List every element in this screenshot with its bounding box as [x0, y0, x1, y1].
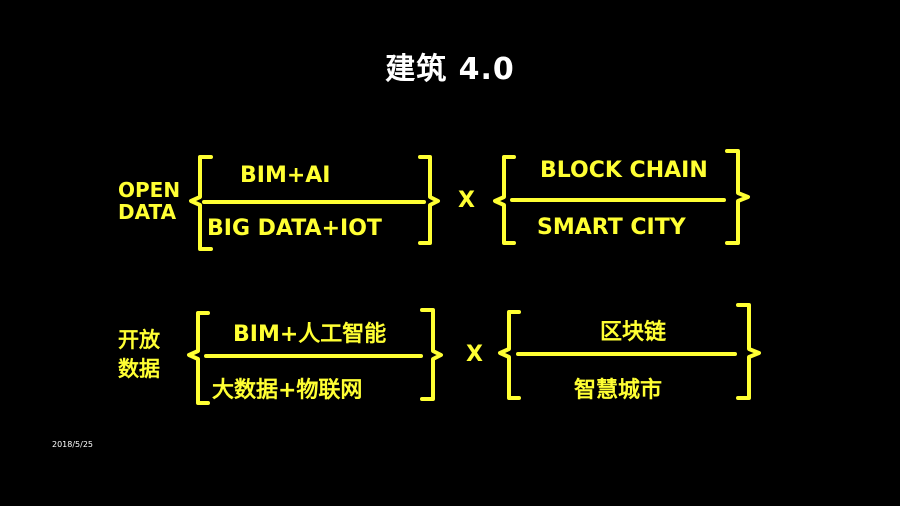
row1-side-label-line2: DATA — [118, 200, 177, 224]
row2-side-label-line2: 数据 — [118, 357, 160, 382]
row1-right-bottom-text: SMART CITY — [537, 215, 686, 240]
row1-side-label: OPEN DATA — [118, 179, 180, 223]
row2-left-close-brace — [420, 308, 443, 401]
row2-left-open-brace — [187, 311, 210, 405]
slide-title: 建筑 4.0 — [385, 52, 515, 87]
slide-date: 2018/5/25 — [52, 440, 94, 449]
row1-side-label-line1: OPEN — [118, 178, 181, 202]
row1-right-top-text: BLOCK CHAIN — [540, 158, 708, 183]
row2-left-top-text: BIM+人工智能 — [233, 322, 387, 347]
row1-right-open-brace — [493, 155, 516, 245]
row1-left-top-text: BIM+AI — [240, 163, 331, 188]
row1-left-close-brace — [418, 155, 440, 245]
row1-right-close-brace — [725, 149, 750, 245]
row2-right-top-text: 区块链 — [600, 320, 667, 345]
row2-left-bottom-text: 大数据+物联网 — [212, 378, 363, 403]
row2-side-label-line1: 开放 — [118, 328, 160, 352]
row1-left-open-brace — [189, 155, 213, 251]
row2-right-close-brace — [736, 303, 761, 400]
row2-side-label: 开放 数据 — [118, 328, 160, 382]
row2-right-bottom-text: 智慧城市 — [574, 378, 663, 403]
row1-times-operator: X — [458, 188, 475, 213]
row1-left-bottom-text: BIG DATA+IOT — [207, 216, 382, 241]
row2-times-operator: X — [466, 342, 483, 367]
row2-right-open-brace — [498, 310, 521, 400]
